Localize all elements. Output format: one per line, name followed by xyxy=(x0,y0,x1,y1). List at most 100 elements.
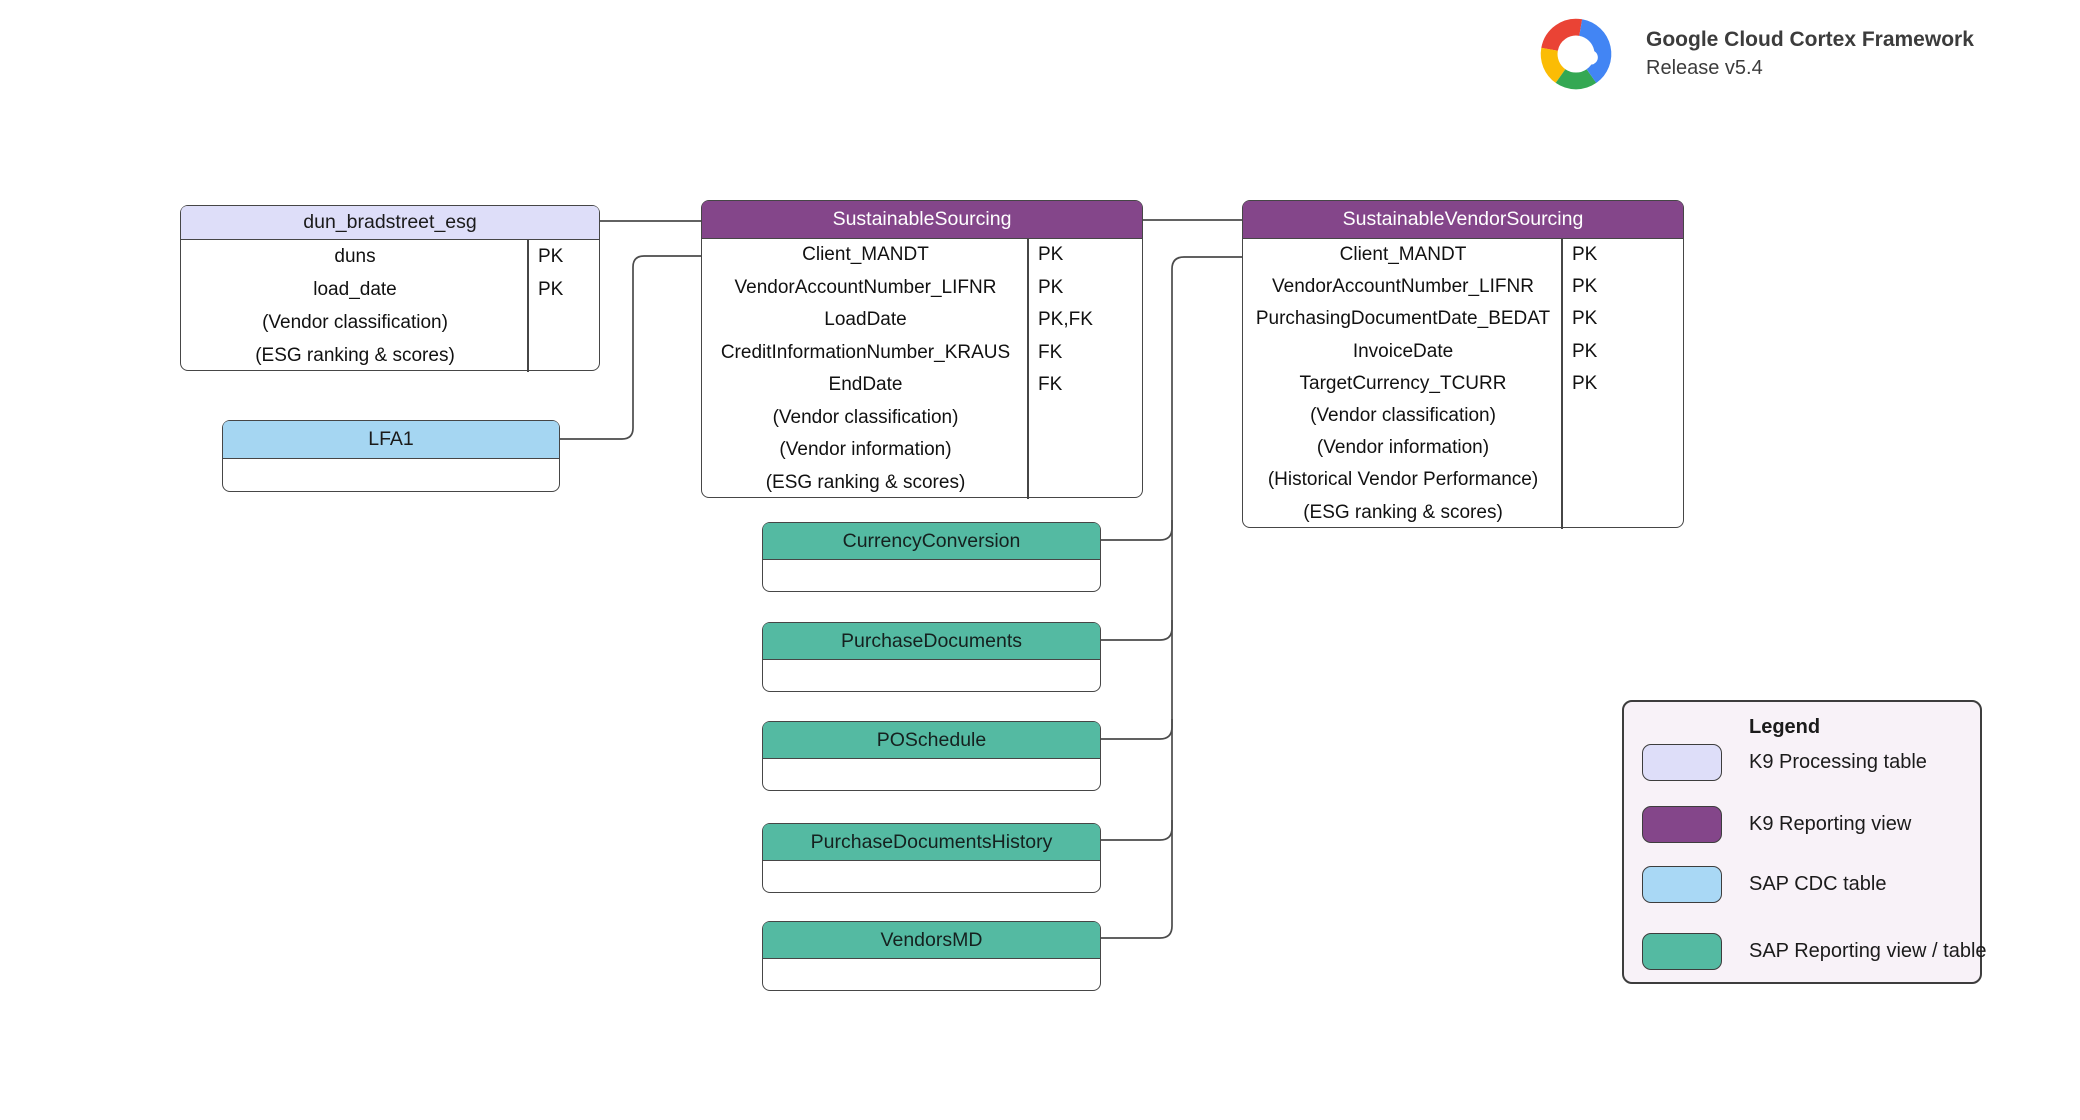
table-row: load_date PK xyxy=(181,273,599,306)
table-row: InvoiceDate PK xyxy=(1243,336,1683,368)
legend-swatch xyxy=(1642,744,1722,781)
table-body: Client_MANDT PK VendorAccountNumber_LIFNR P… xyxy=(1243,239,1683,529)
field-key: PK xyxy=(538,278,564,300)
field-key: FK xyxy=(1038,341,1063,363)
legend-swatch xyxy=(1642,806,1722,843)
table-vendorsmd: VendorsMD xyxy=(762,921,1101,991)
field-name: (ESG ranking & scores) xyxy=(255,344,455,366)
field-key: PK xyxy=(1572,340,1598,362)
table-body xyxy=(763,660,1100,691)
table-purchasedocuments: PurchaseDocuments xyxy=(762,622,1101,692)
field-name: (Historical Vendor Performance) xyxy=(1267,469,1539,491)
table-header: dun_bradstreet_esg xyxy=(181,206,599,240)
field-name: (ESG ranking & scores) xyxy=(1303,501,1503,523)
field-name: VendorAccountNumber_LIFNR xyxy=(734,276,997,298)
table-row: PurchasingDocumentDate_BEDAT PK xyxy=(1243,303,1683,335)
legend-swatch xyxy=(1642,866,1722,903)
field-name: InvoiceDate xyxy=(1352,340,1454,362)
table-body: Client_MANDT PK VendorAccountNumber_LIFNR P… xyxy=(702,239,1142,499)
table-header: PurchaseDocuments xyxy=(763,623,1100,660)
table-row: duns PK xyxy=(181,240,599,273)
table-row: (ESG ranking & scores) xyxy=(1243,497,1683,529)
table-row: (Vendor classification) xyxy=(1243,400,1683,432)
field-key: PK,FK xyxy=(1038,309,1093,331)
connector-purchasedocumentshistory-branch xyxy=(1101,820,1173,841)
legend-swatch xyxy=(1642,933,1722,970)
field-key: PK xyxy=(1572,372,1598,394)
brand: Google Cloud Cortex Framework Release v5… xyxy=(1520,8,1974,100)
field-key: PK xyxy=(538,245,564,267)
table-row: VendorAccountNumber_LIFNR PK xyxy=(1243,271,1683,303)
field-name: Client_MANDT xyxy=(802,244,929,266)
legend-label: K9 Reporting view xyxy=(1749,813,1912,835)
table-row: (Vendor information) xyxy=(702,434,1142,467)
table-header: SustainableVendorSourcing xyxy=(1243,201,1683,239)
table-header: LFA1 xyxy=(223,421,559,459)
table-header: CurrencyConversion xyxy=(763,523,1100,560)
field-name: Client_MANDT xyxy=(1339,244,1467,266)
legend-title: Legend xyxy=(1749,716,1821,738)
connector-purchasedocuments-branch xyxy=(1101,620,1173,641)
field-key: PK xyxy=(1038,276,1064,298)
connector-poschedule-branch xyxy=(1101,719,1173,740)
field-key: PK xyxy=(1572,244,1598,266)
field-name: duns xyxy=(334,245,376,267)
field-name: VendorAccountNumber_LIFNR xyxy=(1272,276,1534,298)
table-header: PurchaseDocumentsHistory xyxy=(763,824,1100,861)
field-name: PurchasingDocumentDate_BEDAT xyxy=(1255,308,1551,330)
table-sustainablevendorsourcing: SustainableVendorSourcing Client_MANDT PK… xyxy=(1242,200,1684,529)
table-header: POSchedule xyxy=(763,722,1100,759)
table-row: (Vendor classification) xyxy=(702,402,1142,435)
table-row: TargetCurrency_TCURR PK xyxy=(1243,368,1683,400)
legend: Legend K9 Processing table K9 Reporting … xyxy=(1622,700,1987,984)
table-row: EndDate FK xyxy=(702,369,1142,402)
table-row: (ESG ranking & scores) xyxy=(702,467,1142,500)
table-row: LoadDate PK,FK xyxy=(702,304,1142,337)
field-name: (Vendor classification) xyxy=(262,311,448,333)
field-key: PK xyxy=(1572,308,1598,330)
field-name: (Vendor classification) xyxy=(1310,405,1496,427)
connector-currencyconversion-branch xyxy=(1101,520,1173,541)
table-header: VendorsMD xyxy=(763,922,1100,959)
field-name: LoadDate xyxy=(824,309,907,331)
field-key: PK xyxy=(1038,244,1064,266)
table-body xyxy=(763,560,1100,591)
field-name: load_date xyxy=(313,278,397,300)
brand-text: Google Cloud Cortex Framework Release v5… xyxy=(1646,28,1974,79)
legend-label: SAP Reporting view / table xyxy=(1749,940,1987,962)
brand-subtitle: Release v5.4 xyxy=(1646,56,1763,79)
legend-item-k9-reporting-view: K9 Reporting view xyxy=(1642,806,1911,843)
table-poschedule: POSchedule xyxy=(762,721,1101,791)
table-row: VendorAccountNumber_LIFNR PK xyxy=(702,272,1142,305)
table-currencyconversion: CurrencyConversion xyxy=(762,522,1101,592)
brand-title: Google Cloud Cortex Framework xyxy=(1646,28,1974,52)
field-name: (Vendor information) xyxy=(779,439,952,461)
table-lfa1: LFA1 xyxy=(222,420,560,492)
legend-item-sap-cdc-table: SAP CDC table xyxy=(1642,866,1886,903)
field-name: (Vendor classification) xyxy=(772,406,959,428)
table-body xyxy=(223,459,559,491)
field-name: (ESG ranking & scores) xyxy=(765,471,966,493)
field-key: PK xyxy=(1572,276,1598,298)
table-body xyxy=(763,861,1100,892)
table-row: (Historical Vendor Performance) xyxy=(1243,464,1683,496)
field-name: EndDate xyxy=(828,374,903,396)
table-row: CreditInformationNumber_KRAUS FK xyxy=(702,337,1142,370)
table-body xyxy=(763,959,1100,990)
legend-label: SAP CDC table xyxy=(1749,873,1887,895)
table-row: (ESG ranking & scores) xyxy=(181,339,599,372)
table-purchasedocumentshistory: PurchaseDocumentsHistory xyxy=(762,823,1101,893)
table-row: Client_MANDT PK xyxy=(702,239,1142,272)
legend-item-k9-processing-table: K9 Processing table xyxy=(1642,744,1927,781)
google-cloud-logo xyxy=(1540,18,1612,90)
field-name: CreditInformationNumber_KRAUS xyxy=(720,341,1011,363)
field-key: FK xyxy=(1038,374,1063,396)
table-row: (Vendor information) xyxy=(1243,432,1683,464)
table-row: (Vendor classification) xyxy=(181,306,599,339)
field-name: TargetCurrency_TCURR xyxy=(1299,372,1507,394)
field-name: (Vendor information) xyxy=(1316,437,1490,459)
table-header: SustainableSourcing xyxy=(702,201,1142,239)
